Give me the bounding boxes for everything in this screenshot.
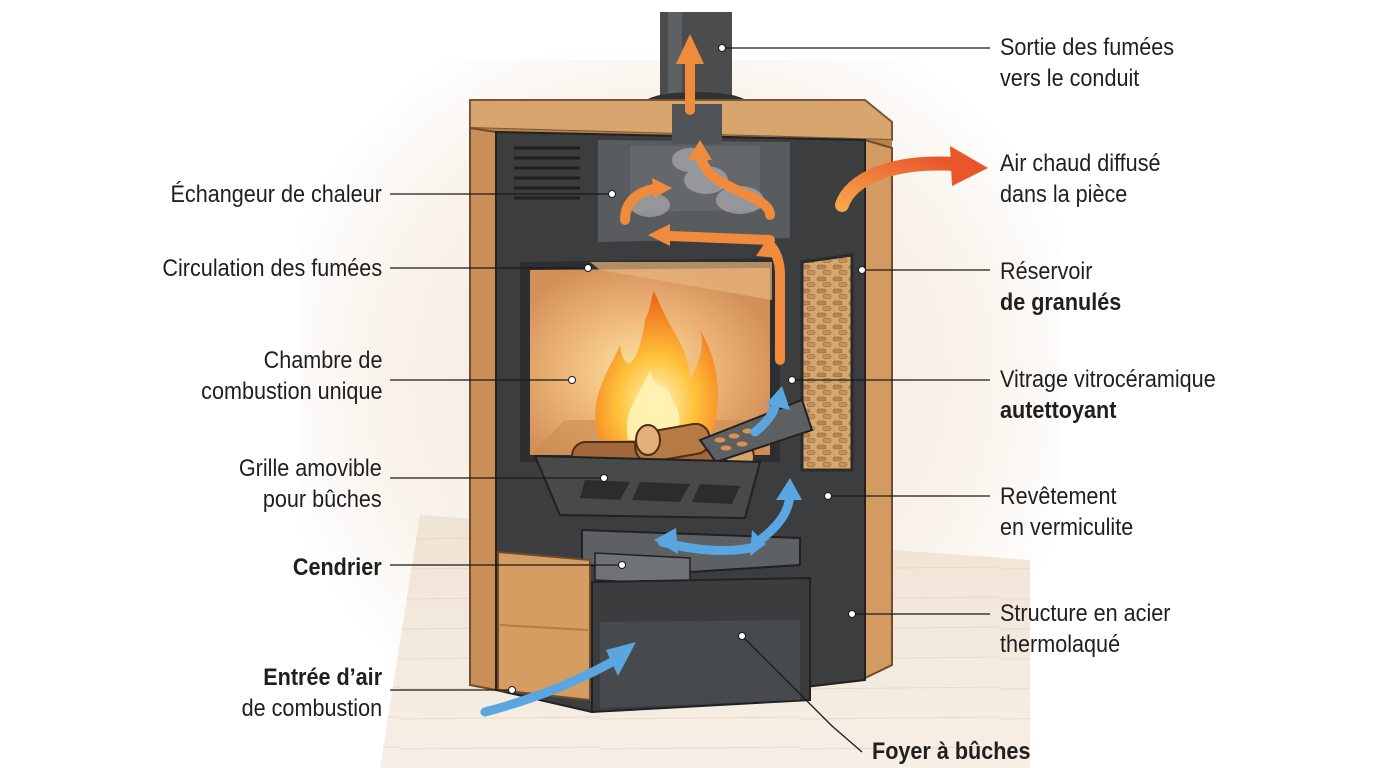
label-air-chaud-line-2: dans la pièce: [1000, 181, 1128, 208]
label-structure-line-2: thermolaqué: [1000, 631, 1121, 658]
label-structure: Structure en acier thermolaqué: [1000, 598, 1170, 660]
label-revetement-line-2: en vermiculite: [1000, 514, 1134, 541]
label-reservoir: Réservoir de granulés: [1000, 256, 1121, 318]
log-grate: [533, 454, 762, 520]
label-echangeur: Échangeur de chaleur: [171, 179, 382, 210]
label-sortie-line-2: vers le conduit: [1000, 65, 1140, 92]
label-echangeur-line: Échangeur de chaleur: [170, 181, 382, 208]
label-cendrier: Cendrier: [293, 552, 382, 583]
label-revetement-line-1: Revêtement: [1000, 483, 1117, 510]
label-circulation-line: Circulation des fumées: [162, 255, 382, 282]
label-air-chaud: Air chaud diffusé dans la pièce: [1000, 148, 1161, 210]
label-vitrage-line-2: autettoyant: [1000, 397, 1117, 424]
label-chambre-line-2: combustion unique: [200, 378, 382, 405]
leader-lines: [390, 47, 990, 753]
label-reservoir-line-1: Réservoir: [1000, 258, 1093, 285]
label-sortie-line-1: Sortie des fumées: [1000, 34, 1175, 61]
pellet-reservoir: [800, 253, 854, 472]
label-cendrier-line: Cendrier: [293, 554, 382, 581]
label-sortie: Sortie des fumées vers le conduit: [1000, 32, 1174, 94]
label-entree: Entrée d’air de combustion: [242, 662, 382, 724]
heat-exchanger-vents: [514, 146, 580, 200]
label-grille-line-1: Grille amovible: [239, 455, 382, 482]
label-chambre: Chambre de combustion unique: [201, 345, 382, 407]
label-grille: Grille amovible pour bûches: [239, 453, 382, 515]
label-entree-line-2: de combustion: [241, 695, 382, 722]
label-entree-line-1: Entrée d’air: [263, 664, 382, 691]
flame-group: [595, 291, 718, 440]
label-foyer: Foyer à bûches: [872, 736, 1030, 767]
hot-air-arrow: [835, 156, 962, 212]
label-vitrage-line-1: Vitrage vitrocéramique: [1000, 366, 1216, 393]
label-foyer-line: Foyer à bûches: [872, 738, 1031, 765]
label-grille-line-2: pour bûches: [263, 486, 382, 513]
label-circulation: Circulation des fumées: [162, 253, 382, 284]
label-vitrage: Vitrage vitrocéramique autettoyant: [1000, 364, 1216, 426]
wood-door: [497, 550, 591, 702]
leader-dots: [508, 44, 866, 694]
label-structure-line-1: Structure en acier: [1000, 600, 1171, 627]
label-revetement: Revêtement en vermiculite: [1000, 481, 1133, 543]
label-chambre-line-1: Chambre de: [263, 347, 382, 374]
label-air-chaud-line-1: Air chaud diffusé: [1000, 150, 1161, 177]
label-reservoir-line-2: de granulés: [1000, 289, 1122, 316]
wood-side-right: [864, 138, 893, 680]
wood-side-left: [469, 126, 497, 692]
